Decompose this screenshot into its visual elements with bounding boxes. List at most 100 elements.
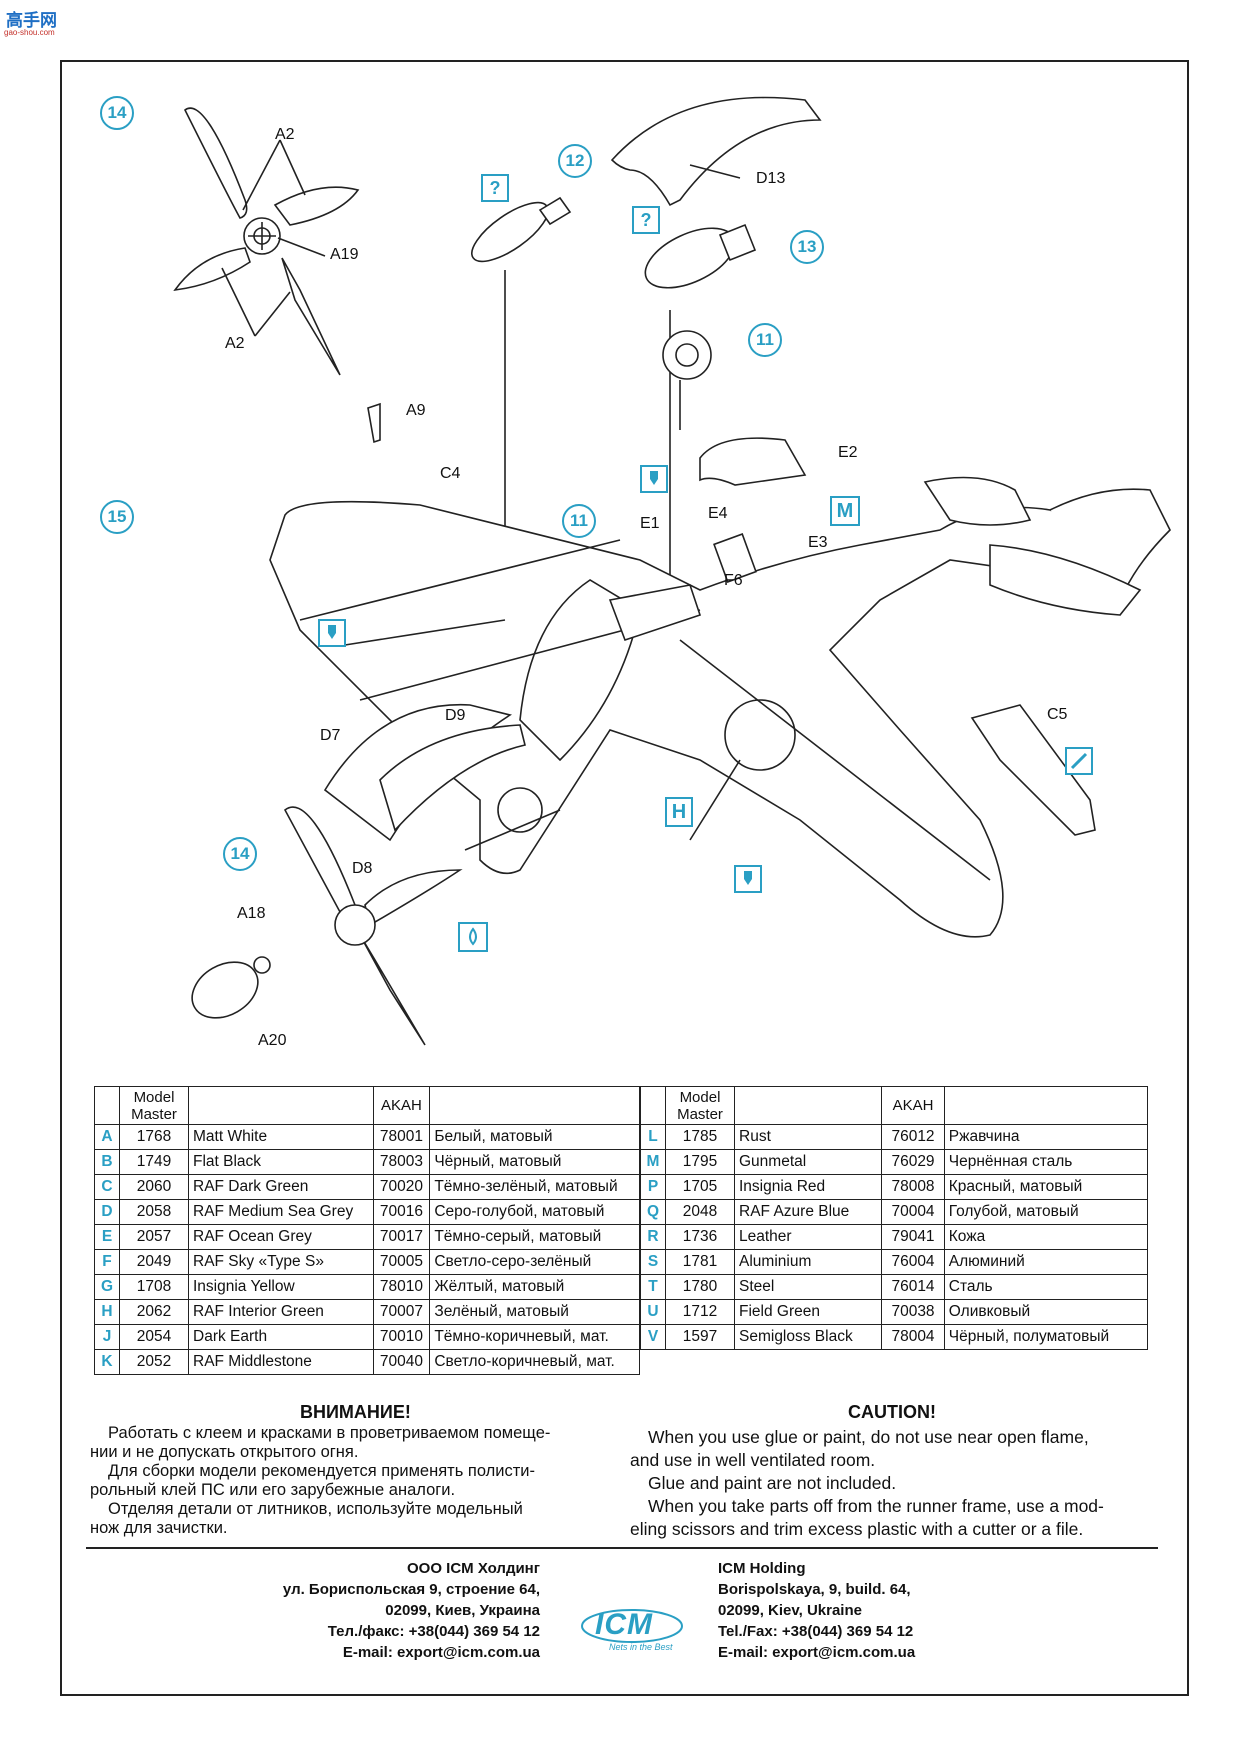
paint-mm-number: 1795 <box>665 1149 735 1175</box>
address-en-line: ICM Holding <box>718 1560 806 1577</box>
address-en: ICM Holding Borispolskaya, 9, build. 64,… <box>718 1558 1078 1663</box>
paint-name-ru: Чернённая сталь <box>943 1149 1149 1175</box>
glue-icon <box>734 865 762 893</box>
caution-ru-line: нож для зачистки. <box>90 1519 228 1537</box>
caution-en-line: and use in well ventilated room. <box>630 1450 876 1470</box>
paint-mm-number: 1768 <box>119 1124 189 1150</box>
paint-name-ru: Светло-серо-зелёный <box>429 1249 640 1275</box>
paint-akah-number: 70004 <box>881 1199 945 1225</box>
part-e4-drawing <box>713 533 757 583</box>
paint-name: RAF Ocean Grey <box>188 1224 374 1250</box>
paint-name: Semigloss Black <box>733 1324 883 1350</box>
paint-name-ru: Тёмно-серый, матовый <box>429 1224 640 1250</box>
paint-akah-number: 76012 <box>881 1124 945 1150</box>
paint-name-ru: Голубой, матовый <box>943 1199 1149 1225</box>
paint-name-ru: Оливковый <box>943 1299 1149 1325</box>
paint-name: RAF Sky «Type S» <box>188 1249 374 1275</box>
assembly-drawing <box>173 96 1171 1046</box>
paint-akah-number: 70007 <box>372 1299 431 1325</box>
part-label-d13: D13 <box>756 170 786 187</box>
paint-mm-number: 1781 <box>665 1249 735 1275</box>
paint-name: Field Green <box>733 1299 883 1325</box>
paint-akah-number: 79041 <box>881 1224 945 1250</box>
table-header-code <box>640 1086 666 1125</box>
paint-mm-number: 2058 <box>119 1199 189 1225</box>
table-header-model-master: Model Master <box>119 1086 189 1125</box>
part-label-a2-top: A2 <box>275 126 295 143</box>
caution-ru-line: нии и не допускать открытого огня. <box>90 1443 359 1461</box>
paint-name-ru: Алюминий <box>943 1249 1149 1275</box>
paint-name: Flat Black <box>188 1149 374 1175</box>
paint-akah-number: 70038 <box>881 1299 945 1325</box>
paint-code: G <box>94 1274 120 1300</box>
step-14-bottom-badge: 14 <box>223 837 257 871</box>
paint-name: Gunmetal <box>733 1149 883 1175</box>
icm-logo-text: ICM <box>595 1608 653 1641</box>
paint-name-ru: Серо-голубой, матовый <box>429 1199 640 1225</box>
paint-akah-number: 70020 <box>372 1174 431 1200</box>
caution-en-text: When you use glue or paint, do not use n… <box>630 1426 1170 1541</box>
address-ru-line: Тел./факс: +38(044) 369 54 12 <box>327 1623 540 1640</box>
paint-mm-number: 1708 <box>119 1274 189 1300</box>
part-label-a2-bottom: A2 <box>225 335 245 352</box>
cowling-d7-drawing <box>323 703 526 842</box>
part-label-d8: D8 <box>352 860 373 877</box>
address-ru-line: 02099, Киев, Украина <box>385 1602 540 1619</box>
table-header-akah: AKAH <box>881 1086 945 1125</box>
paint-name: RAF Middlestone <box>188 1349 374 1375</box>
glue-icon <box>640 465 668 493</box>
paint-code: M <box>640 1149 666 1175</box>
step-13-badge: 13 <box>790 230 824 264</box>
part-label-e3: E3 <box>808 534 828 551</box>
part-label-c4: C4 <box>440 465 461 482</box>
paint-akah-number: 70016 <box>372 1199 431 1225</box>
paint-unknown-mark-1: ? <box>481 174 509 202</box>
paint-code: J <box>94 1324 120 1350</box>
table-header-code <box>94 1086 120 1125</box>
paint-name-ru: Сталь <box>943 1274 1149 1300</box>
paint-mm-number: 1780 <box>665 1274 735 1300</box>
paint-code: K <box>94 1349 120 1375</box>
caution-ru-text: Работать с клеем и красками в проветрива… <box>90 1424 610 1538</box>
paint-name: Rust <box>733 1124 883 1150</box>
caution-en-title: CAUTION! <box>848 1402 936 1422</box>
address-en-line: 02099, Kiev, Ukraine <box>718 1602 862 1619</box>
part-label-e2: E2 <box>838 444 858 461</box>
part-label-e1: E1 <box>640 515 660 532</box>
paint-akah-number: 70005 <box>372 1249 431 1275</box>
paint-name-ru: Светло-коричневый, мат. <box>429 1349 640 1375</box>
paint-mm-number: 1705 <box>665 1174 735 1200</box>
paint-code: T <box>640 1274 666 1300</box>
paint-name-ru: Чёрный, матовый <box>429 1149 640 1175</box>
table-header-name <box>188 1086 374 1125</box>
watermark-text: 高手网 <box>6 11 57 30</box>
paint-code: L <box>640 1124 666 1150</box>
paint-mm-number: 2048 <box>665 1199 735 1225</box>
paint-m-mark: M <box>830 496 860 526</box>
paint-mm-number: 1749 <box>119 1149 189 1175</box>
address-ru-line: ООО ICM Холдинг <box>406 1560 540 1577</box>
paint-mm-number: 1785 <box>665 1124 735 1150</box>
paint-name: RAF Medium Sea Grey <box>188 1199 374 1225</box>
paint-mm-number: 2049 <box>119 1249 189 1275</box>
water-drop-icon <box>458 922 488 952</box>
paint-akah-number: 76029 <box>881 1149 945 1175</box>
paint-code: R <box>640 1224 666 1250</box>
paint-akah-number: 78001 <box>372 1124 431 1150</box>
icm-logo-swoosh-icon <box>581 1609 683 1643</box>
address-ru-line: ул. Бориспольская 9, строение 64, <box>282 1581 540 1598</box>
paint-akah-number: 76004 <box>881 1249 945 1275</box>
step-12-badge: 12 <box>558 144 592 178</box>
panel-e2-drawing <box>699 437 807 486</box>
watermark-url: gao-shou.com <box>4 28 55 37</box>
part-label-a9: A9 <box>406 402 426 419</box>
